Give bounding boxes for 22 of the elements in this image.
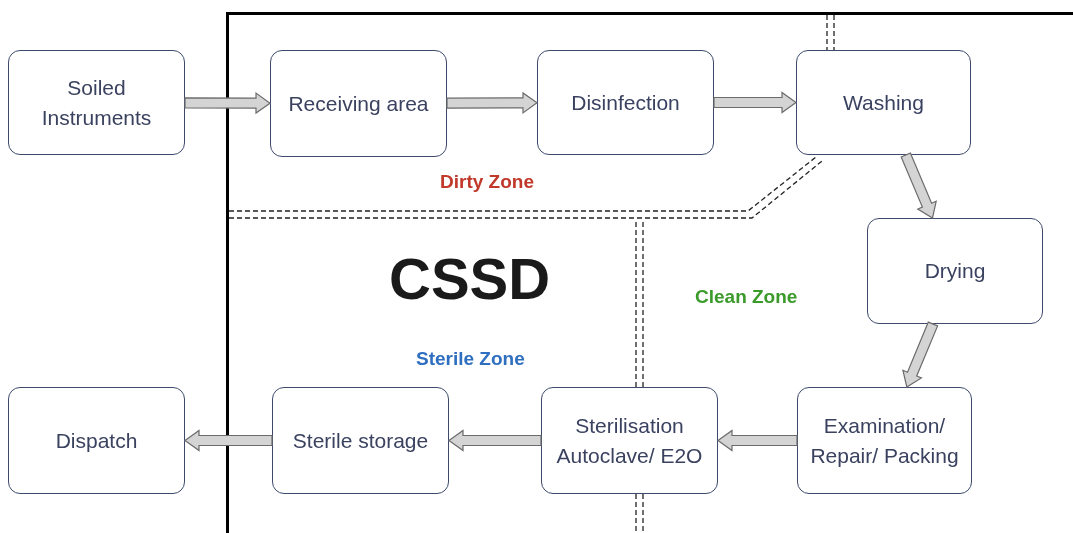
process-box: Drying (867, 218, 1043, 324)
block-arrow (446, 91, 539, 115)
process-box: Soiled Instruments (8, 50, 185, 155)
zone-label: Sterile Zone (416, 347, 525, 371)
process-box: Examination/ Repair/ Packing (797, 387, 972, 494)
process-box: Disinfection (537, 50, 714, 155)
block-arrow (184, 91, 272, 115)
block-arrow (183, 429, 273, 452)
block-arrow (900, 152, 938, 219)
department-title: CSSD (389, 250, 551, 308)
zone-label: Clean Zone (695, 285, 798, 309)
block-arrow (713, 91, 798, 114)
block-arrow (716, 429, 798, 452)
process-box: Dispatch (8, 387, 185, 494)
department-frame (226, 12, 1073, 533)
process-box: Washing (796, 50, 971, 155)
block-arrow (447, 429, 542, 452)
zone-label: Dirty Zone (440, 170, 534, 194)
block-arrow (902, 321, 939, 388)
process-box: Sterile storage (272, 387, 449, 494)
process-box: Sterilisation Autoclave/ E2O (541, 387, 718, 494)
process-box: Receiving area (270, 50, 447, 157)
